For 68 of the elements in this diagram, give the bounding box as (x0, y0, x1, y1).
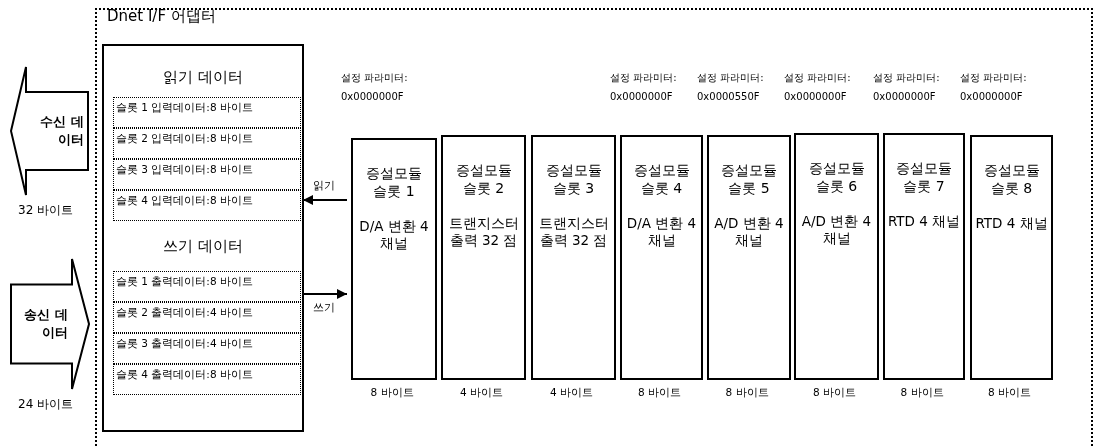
module-title: 증설모듈 슬롯 3 (544, 161, 603, 197)
section-heading: 쓰기 데이터 (162, 237, 244, 256)
module-box (531, 135, 616, 380)
row-label: 슬롯 3 출력데이터:4 바이트 (116, 337, 253, 351)
module-title: 증설모듈 슬롯 2 (454, 161, 513, 197)
data-row (113, 190, 301, 221)
byte-size-label: 24 바이트 (18, 396, 74, 413)
arrow-label: 송신 데이터 (23, 306, 68, 342)
arrow (302, 289, 348, 299)
module-title: 증설모듈 슬롯 8 (982, 161, 1041, 197)
module-box (794, 133, 879, 380)
byte-size-label: 8 바이트 (987, 386, 1032, 400)
module-box (970, 135, 1053, 380)
module-type: RTD 4 채널 (974, 215, 1049, 232)
module-title: 증설모듈 슬롯 1 (365, 164, 423, 200)
data-row (113, 159, 301, 190)
module-box (351, 138, 437, 380)
module-box (707, 135, 791, 380)
module-box (441, 135, 526, 380)
row-label: 슬롯 1 출력데이터:8 바이트 (116, 275, 253, 289)
module-title: 증설모듈 슬롯 7 (895, 159, 953, 195)
byte-size-label: 4 바이트 (459, 386, 504, 400)
module-type: D/A 변환 4 채널 (358, 218, 430, 252)
row-label: 슬롯 3 입력데이터:8 바이트 (116, 163, 253, 177)
section-heading: 읽기 데이터 (162, 68, 244, 87)
data-row (113, 302, 301, 333)
edge-label: 쓰기 (313, 300, 335, 315)
module-box (620, 135, 703, 380)
row-label: 슬롯 2 입력데이터:8 바이트 (116, 132, 253, 146)
row-label: 슬롯 2 출력데이터:4 바이트 (116, 306, 253, 320)
parameter-label: 설정 파라미터: 0x0000000F (873, 71, 941, 104)
byte-size-label: 32 바이트 (18, 202, 74, 219)
module-type: A/D 변환 4 채널 (800, 213, 873, 247)
parameter-label: 설정 파라미터: 0x0000000F (610, 71, 678, 104)
byte-size-label: 8 바이트 (724, 386, 770, 400)
row-label: 슬롯 4 출력데이터:8 바이트 (116, 368, 253, 382)
block-arrow (10, 258, 90, 390)
adapter-frame (95, 8, 1093, 446)
module-title: 증설모듈 슬롯 4 (632, 161, 691, 197)
module-type: 트랜지스터 출력 32 점 (537, 215, 610, 249)
parameter-label: 설정 파라미터: 0x0000550F (697, 71, 765, 104)
arrow (302, 195, 348, 205)
module-type: A/D 변환 4 채널 (713, 215, 785, 249)
module-box (883, 133, 965, 380)
edge-label: 읽기 (313, 178, 335, 193)
byte-size-label: 8 바이트 (369, 386, 415, 400)
row-label: 슬롯 1 입력데이터:8 바이트 (116, 101, 253, 115)
module-type: D/A 변환 4 채널 (625, 215, 698, 249)
data-panel (102, 44, 304, 432)
row-label: 슬롯 4 입력데이터:8 바이트 (116, 194, 253, 208)
module-title: 증설모듈 슬롯 6 (807, 159, 866, 195)
byte-size-label: 8 바이트 (637, 386, 682, 400)
parameter-label: 설정 파라미터: 0x0000000F (960, 71, 1028, 104)
data-row (113, 97, 301, 128)
module-type: RTD 4 채널 (887, 213, 961, 230)
module-type: 트랜지스터 출력 32 점 (447, 215, 520, 249)
byte-size-label: 4 바이트 (549, 386, 594, 400)
data-row (113, 333, 301, 364)
parameter-label: 설정 파라미터: 0x0000000F (784, 71, 852, 104)
byte-size-label: 8 바이트 (812, 386, 857, 400)
data-row (113, 364, 301, 395)
data-row (113, 271, 301, 302)
data-row (113, 128, 301, 159)
block-arrow (10, 66, 90, 196)
module-title: 증설모듈 슬롯 5 (720, 161, 778, 197)
parameter-label: 설정 파라미터: 0x0000000F (341, 71, 409, 104)
byte-size-label: 8 바이트 (899, 386, 945, 400)
arrow-label: 수신 데이터 (39, 113, 84, 149)
